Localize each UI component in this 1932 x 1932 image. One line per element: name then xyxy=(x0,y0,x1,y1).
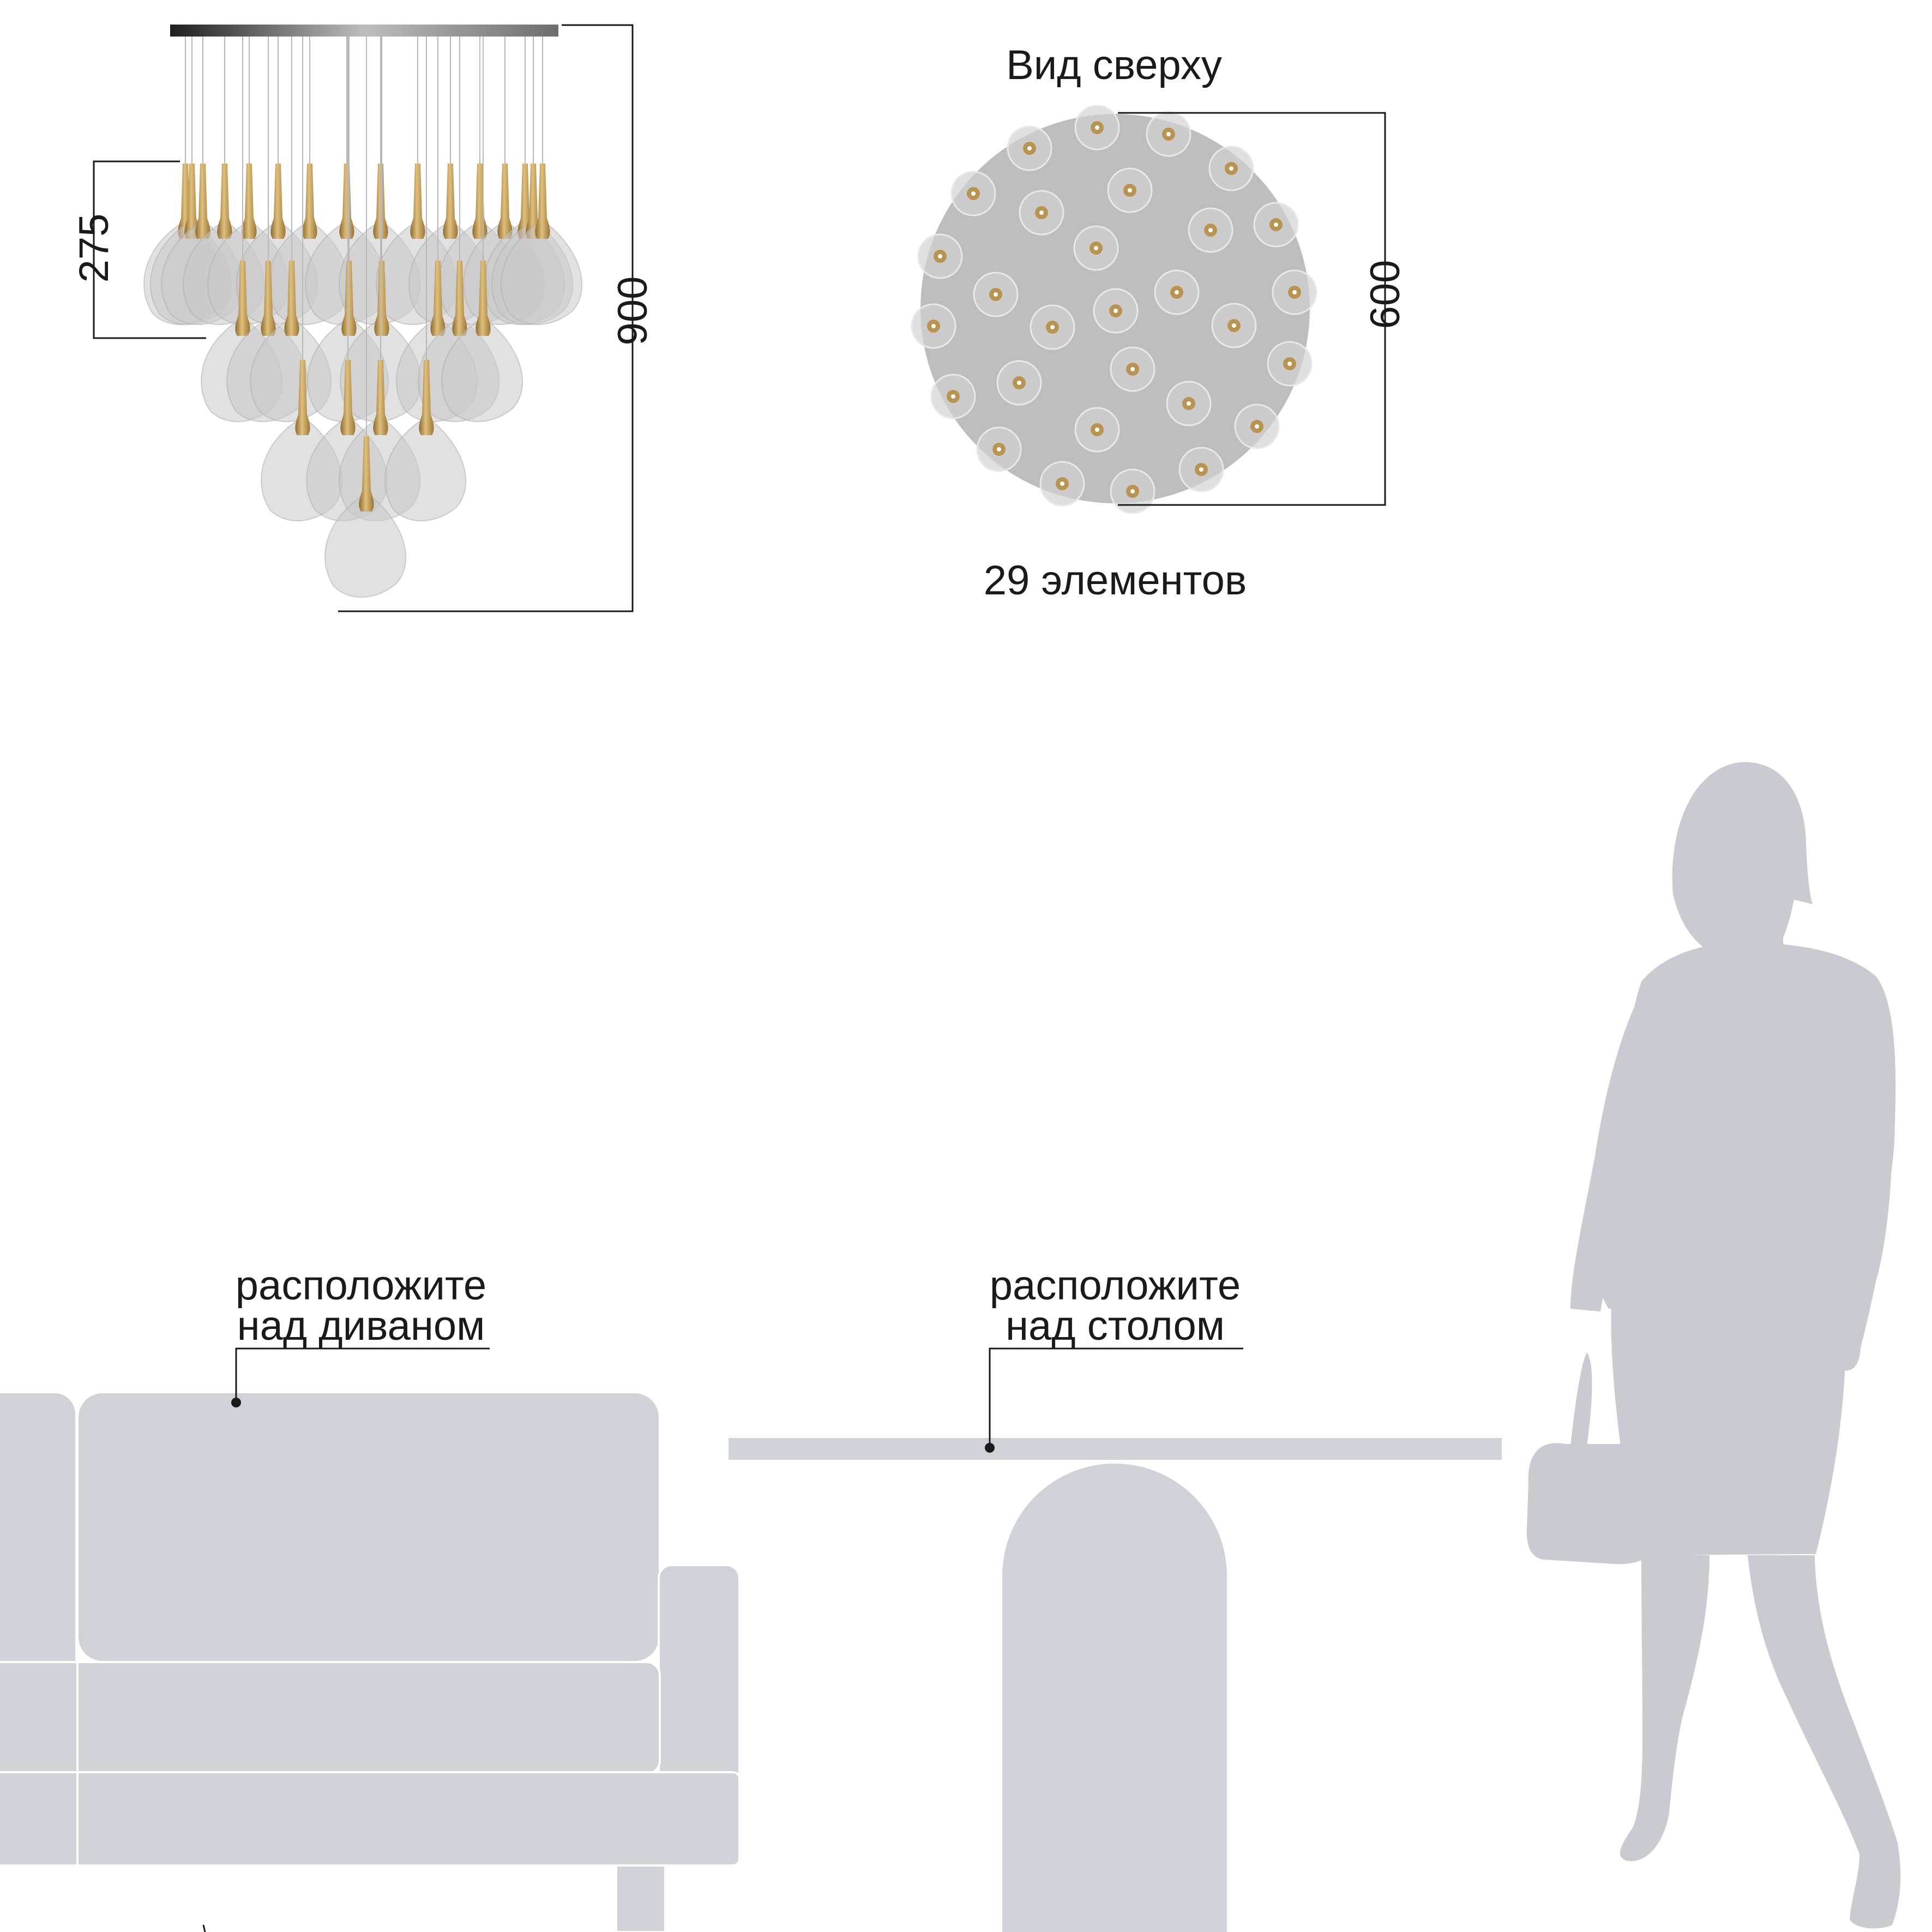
top-bulb-dot xyxy=(1229,166,1233,171)
top-bulb-dot xyxy=(1095,428,1099,432)
diameter-dimension xyxy=(1118,112,1386,506)
brass-holder xyxy=(261,261,276,336)
brass-holder xyxy=(430,261,446,336)
brass-holder xyxy=(295,360,310,435)
sofa-label-line2: над диваном xyxy=(237,1303,485,1349)
top-bulb-dot xyxy=(1208,228,1213,232)
glass-petal xyxy=(384,419,467,521)
table-label-line1: расположите xyxy=(990,1262,1241,1309)
brass-holder xyxy=(526,164,541,239)
table-pedestal xyxy=(1002,1464,1227,1932)
brass-holder xyxy=(472,164,487,239)
top-bulb-dot xyxy=(1094,246,1098,250)
sofa-base xyxy=(0,1771,741,1867)
top-bulb-dot xyxy=(971,191,976,196)
top-bulb-dot xyxy=(1292,290,1297,294)
table-label-line2: над столом xyxy=(1006,1303,1225,1349)
top-bulb-dot xyxy=(951,394,955,399)
person-head xyxy=(1672,762,1813,958)
brass-holder xyxy=(195,164,210,239)
brass-holder xyxy=(270,164,286,239)
person-coat xyxy=(1590,942,1896,1309)
brass-holder xyxy=(535,164,550,239)
top-bulb-dot xyxy=(1128,188,1132,192)
sofa-leader xyxy=(235,1347,490,1403)
top-bulb-dot xyxy=(931,324,936,328)
table-top xyxy=(729,1438,1502,1460)
brass-holder xyxy=(419,360,434,435)
total-height-dimension xyxy=(338,24,634,612)
chandelier-front-view xyxy=(143,25,583,598)
glass-petal xyxy=(324,496,407,598)
total-height-label: 900 xyxy=(610,276,656,346)
top-bulb-dot xyxy=(1232,323,1236,328)
glass-petal xyxy=(441,320,523,422)
brass-holder xyxy=(497,164,513,239)
sofa-seat xyxy=(0,1661,661,1775)
table xyxy=(729,1438,1502,1932)
top-bulb-dot xyxy=(1166,132,1171,136)
table-leader xyxy=(989,1347,1243,1448)
top-bulb-dot xyxy=(1114,309,1118,313)
element-count-label: 29 элементов xyxy=(984,557,1247,604)
person-silhouette xyxy=(1526,762,1901,1929)
brass-holder xyxy=(374,261,389,336)
table-leader-dot xyxy=(985,1443,995,1453)
top-bulb-dot xyxy=(994,292,998,297)
brass-holder xyxy=(302,164,317,239)
brass-holder xyxy=(476,261,491,336)
top-bulb-dot xyxy=(1287,362,1292,366)
top-view-elements xyxy=(911,105,1317,514)
sofa xyxy=(0,1391,741,1932)
glass-petal xyxy=(501,223,583,325)
element-height-label: 275 xyxy=(71,214,117,283)
brass-holder xyxy=(284,261,299,336)
element-height-dimension xyxy=(93,160,206,339)
brass-holder xyxy=(340,360,356,435)
person-handbag xyxy=(1526,1443,1658,1564)
ceiling-mount-bar xyxy=(170,25,558,37)
person-left-arm xyxy=(1570,992,1644,1311)
sofa-leader-dot xyxy=(231,1398,241,1407)
brass-holder xyxy=(443,164,458,239)
brass-holder xyxy=(341,261,357,336)
person-left-leg xyxy=(1620,1554,1710,1862)
top-bulb-dot xyxy=(1095,125,1099,130)
brass-holder xyxy=(235,261,250,336)
sofa-leg xyxy=(615,1864,666,1932)
top-bulb-dot xyxy=(1255,424,1259,429)
stray-mark xyxy=(202,1924,206,1932)
top-view-title: Вид сверху xyxy=(1006,42,1222,88)
top-bulb-dot xyxy=(1130,367,1135,371)
top-bulb-dot xyxy=(1039,210,1044,215)
brass-holder xyxy=(339,164,354,239)
brass-holder xyxy=(410,164,425,239)
top-bulb-dot xyxy=(938,254,942,258)
person-right-arm xyxy=(1831,971,1892,1371)
top-bulb-dot xyxy=(1199,467,1203,472)
top-bulb-dot xyxy=(1050,325,1055,329)
brass-holder xyxy=(452,261,467,336)
sofa-backrest xyxy=(76,1391,661,1663)
brass-holder xyxy=(242,164,257,239)
person-skirt xyxy=(1611,1298,1846,1555)
brass-holder xyxy=(373,360,388,435)
top-view xyxy=(911,105,1317,514)
brass-holder xyxy=(184,164,200,239)
top-bulb-dot xyxy=(1017,381,1021,385)
brass-holder xyxy=(359,436,374,511)
sofa-label-line1: расположите xyxy=(236,1262,486,1309)
diameter-label: 600 xyxy=(1362,260,1409,329)
top-bulb-dot xyxy=(997,447,1001,452)
pendant-elements xyxy=(143,37,583,598)
top-bulb-dot xyxy=(1274,222,1278,227)
person-right-leg xyxy=(1748,1555,1901,1929)
brass-holder xyxy=(217,164,232,239)
top-bulb-dot xyxy=(1060,482,1064,486)
top-bulb-dot xyxy=(1175,290,1179,294)
top-bulb-dot xyxy=(1187,401,1191,406)
top-bulb-dot xyxy=(1027,146,1032,151)
top-bulb-dot xyxy=(1130,489,1135,493)
